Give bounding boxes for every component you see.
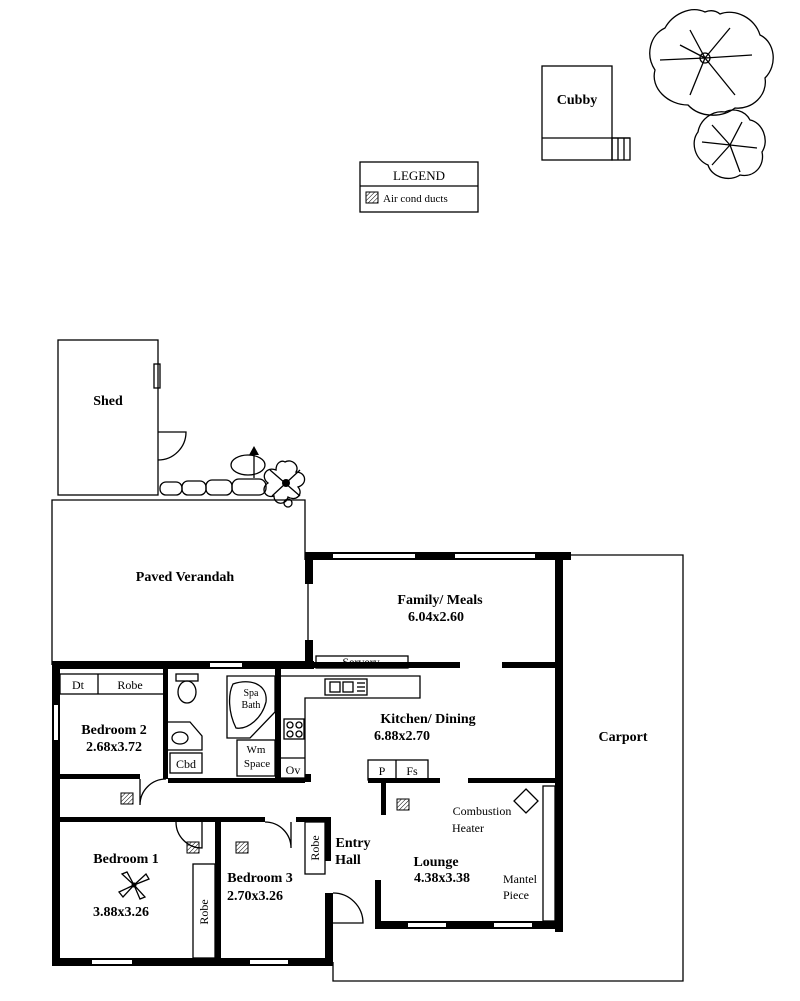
spa-bath-line1: Spa	[244, 688, 260, 699]
carport: Carport	[332, 554, 684, 982]
exterior-walls	[52, 552, 571, 966]
entry-robe: Robe	[304, 821, 326, 875]
kitchen-dining-label: Kitchen/ Dining	[380, 712, 475, 727]
bedroom3-label: Bedroom 3	[227, 871, 292, 886]
fridge-space-label: Fs	[406, 764, 418, 778]
bedroom2-robe: Dt Robe	[59, 673, 166, 695]
plant-icon	[263, 460, 306, 508]
cupboard-label: Cbd	[176, 757, 196, 771]
lounge-label: Lounge	[413, 855, 458, 870]
spa-bath-line2: Bath	[242, 700, 261, 711]
bedroom1-robe: Robe	[192, 863, 216, 959]
sink-icon	[324, 678, 368, 696]
bedroom1-size: 3.88x3.26	[93, 905, 149, 920]
wm-space-line1: Wm	[247, 744, 266, 756]
duct-icon	[120, 792, 134, 805]
windows	[54, 554, 535, 964]
cooktop-icon	[283, 718, 305, 740]
fan-icon	[117, 871, 150, 900]
entry-hall-line1: Entry	[336, 836, 371, 851]
vanity	[168, 721, 203, 751]
bedroom3-size: 2.70x3.26	[227, 889, 283, 904]
bedroom1-robe-label: Robe	[197, 899, 211, 924]
bedroom2-label: Bedroom 2	[81, 723, 146, 738]
lounge-size: 4.38x3.38	[414, 871, 470, 886]
entry-hall-line2: Hall	[335, 853, 361, 868]
paved-verandah-label: Paved Verandah	[136, 570, 235, 585]
legend: LEGEND Air cond ducts	[359, 161, 479, 213]
family-meals-label: Family/ Meals	[397, 593, 483, 608]
entry-robe-label: Robe	[308, 835, 322, 860]
legend-item-label: Air cond ducts	[383, 193, 448, 205]
mantel-piece	[542, 785, 556, 922]
wm-space: Wm Space	[236, 739, 276, 777]
mantel-piece-line1: Mantel	[503, 872, 538, 886]
family-meals-size: 6.04x2.60	[408, 610, 464, 625]
cupboard: Cbd	[169, 752, 203, 774]
garden-path-icon	[159, 446, 267, 496]
pantry-fridge: P Fs	[367, 759, 429, 781]
toilet-icon	[175, 673, 199, 704]
servery-label: Servery	[342, 655, 379, 669]
bedroom2-size: 2.68x3.72	[86, 740, 142, 755]
shed: Shed	[57, 339, 187, 496]
dt-label: Dt	[72, 678, 85, 692]
combustion-heater-line1: Combustion	[453, 804, 512, 818]
shed-label: Shed	[93, 394, 123, 409]
duct-icon	[396, 798, 410, 811]
carport-label: Carport	[599, 730, 648, 745]
duct-icon	[365, 191, 379, 204]
cubby: Cubby	[541, 65, 631, 161]
kitchen-dining-size: 6.88x2.70	[374, 729, 430, 744]
duct-icon	[235, 841, 249, 854]
pantry-label: P	[379, 764, 386, 778]
mantel-piece-line2: Piece	[503, 888, 529, 902]
kitchen-bench: Ov	[281, 675, 421, 779]
legend-title: LEGEND	[393, 168, 445, 183]
doors	[139, 778, 364, 924]
duct-icon	[186, 841, 200, 854]
spa-bath-icon: Spa Bath	[226, 675, 276, 739]
tree-icon	[693, 109, 766, 179]
bedroom1-label: Bedroom 1	[93, 852, 158, 867]
combustion-heater-icon	[513, 788, 539, 814]
bedroom2-robe-label: Robe	[117, 678, 142, 692]
cubby-label: Cubby	[557, 93, 597, 108]
oven-label: Ov	[286, 763, 301, 777]
paved-verandah: Paved Verandah	[51, 499, 306, 665]
wm-space-line2: Space	[244, 758, 270, 770]
combustion-heater-line2: Heater	[452, 821, 484, 835]
tree-icon	[649, 9, 774, 116]
servery: Servery	[315, 655, 409, 669]
